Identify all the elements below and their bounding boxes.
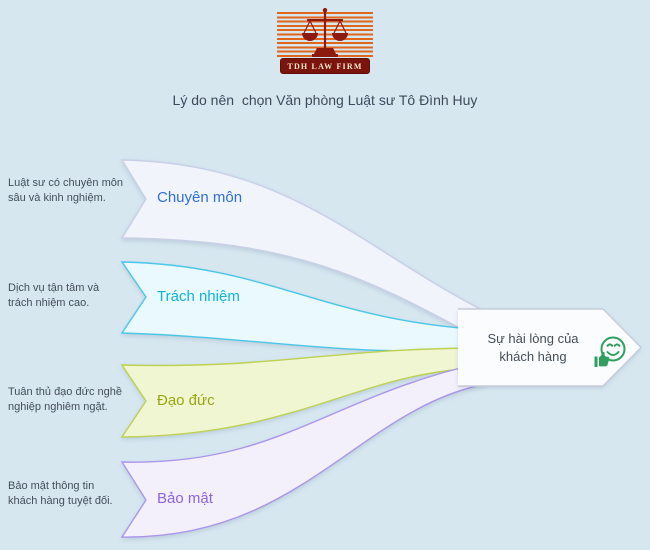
result-label: Sự hài lòng của khách hàng — [476, 330, 590, 365]
description-line: Luật sư có chuyên môn — [8, 177, 123, 189]
description-line: Tuân thủ đạo đức nghề — [8, 386, 122, 398]
band-description-chuyen-mon: Luật sư có chuyên môn sâu và kinh nghiệm… — [8, 176, 123, 207]
description-line: Bảo mật thông tin — [8, 480, 95, 492]
band-label-chuyen-mon: Chuyên môn — [157, 189, 243, 206]
band-description-bao-mat: Bảo mật thông tin khách hàng tuyệt đối. — [8, 479, 113, 510]
diagram-title: Lý do nên chọn Văn phòng Luật sư Tô Đình… — [172, 92, 478, 108]
description-line: sâu và kinh nghiệm. — [8, 192, 106, 205]
description-line: nghiệp nghiêm ngặt. — [8, 401, 108, 414]
description-line: Dịch vụ tận tâm và — [8, 282, 100, 294]
band-label-trach-nhiem: Trách nhiệm — [157, 288, 240, 305]
description-line: khách hàng tuyệt đối. — [8, 495, 113, 508]
result-line: Sự hài lòng của — [487, 331, 579, 346]
band-label-dao-duc: Đạo đức — [157, 392, 215, 409]
result-arrow-border — [458, 308, 642, 387]
logo-banner: TDH LAW FIRM — [280, 58, 370, 74]
scales-of-justice-icon — [302, 8, 348, 57]
thumbs-up-smiley-icon — [594, 336, 626, 367]
band-description-trach-nhiem: Dịch vụ tận tâm và trách nhiệm cao. — [8, 281, 99, 312]
band-description-dao-duc: Tuân thủ đạo đức nghề nghiệp nghiêm ngặt… — [8, 385, 122, 416]
description-line: trách nhiệm cao. — [8, 297, 90, 310]
result-line: khách hàng — [499, 348, 567, 364]
band-label-bao-mat: Bảo mật — [157, 490, 213, 507]
